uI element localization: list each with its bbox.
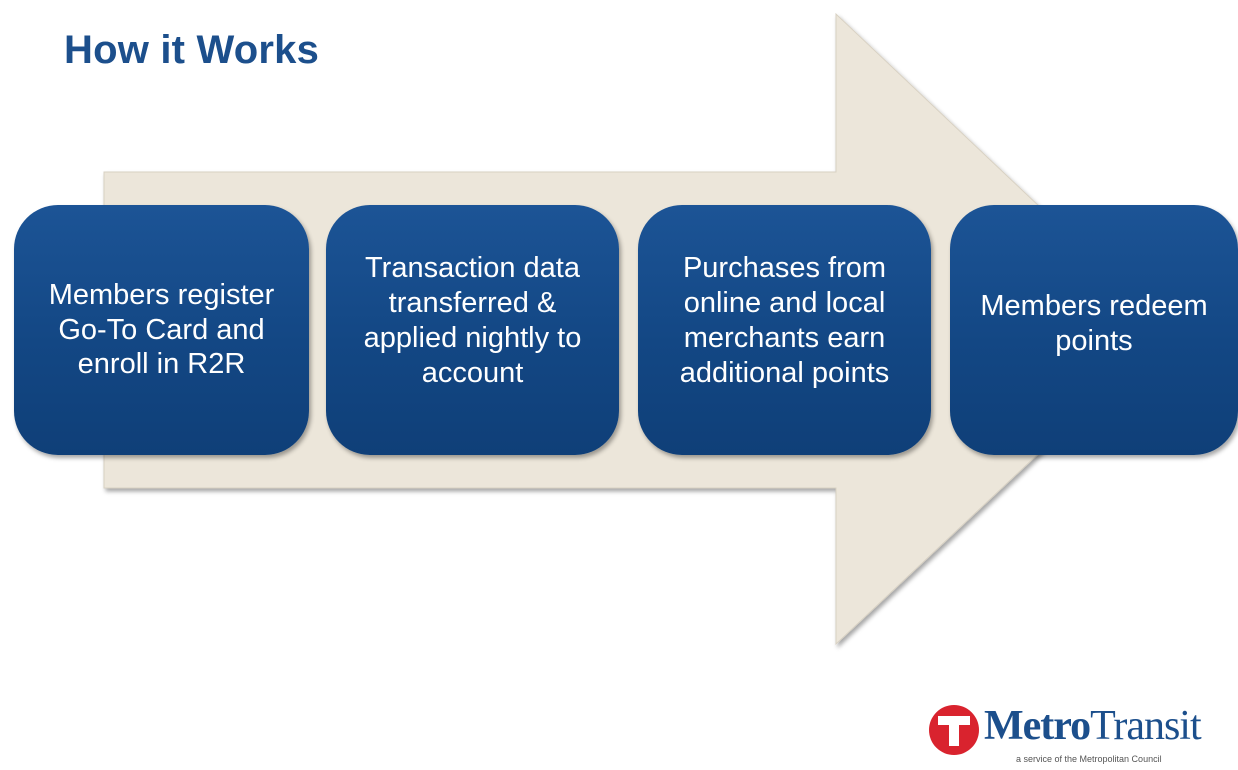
step-box-3: Purchases from online and local merchant… bbox=[638, 205, 931, 455]
arrow-shape bbox=[103, 12, 1171, 646]
step-box-2: Transaction data transferred & applied n… bbox=[326, 205, 619, 455]
logo-word-metro: Metro bbox=[984, 703, 1091, 749]
step-box-1: Members register Go-To Card and enroll i… bbox=[14, 205, 309, 455]
logo-wordmark: MetroTransit bbox=[984, 702, 1202, 750]
step-text-4: Members redeem points bbox=[980, 290, 1208, 357]
step-text-2: Transaction data transferred & applied n… bbox=[363, 252, 582, 389]
logo-tagline: a service of the Metropolitan Council bbox=[1016, 754, 1162, 764]
step-text-3: Purchases from online and local merchant… bbox=[679, 252, 890, 389]
slide-title: How it Works bbox=[64, 28, 320, 72]
metro-transit-t-icon bbox=[929, 705, 979, 755]
metro-transit-logo: MetroTransit a service of the Metropolit… bbox=[928, 702, 1228, 764]
step-text-1: Members register Go-To Card and enroll i… bbox=[48, 278, 275, 381]
step-box-4: Members redeem points bbox=[950, 205, 1238, 455]
logo-word-transit: Transit bbox=[1090, 703, 1201, 749]
